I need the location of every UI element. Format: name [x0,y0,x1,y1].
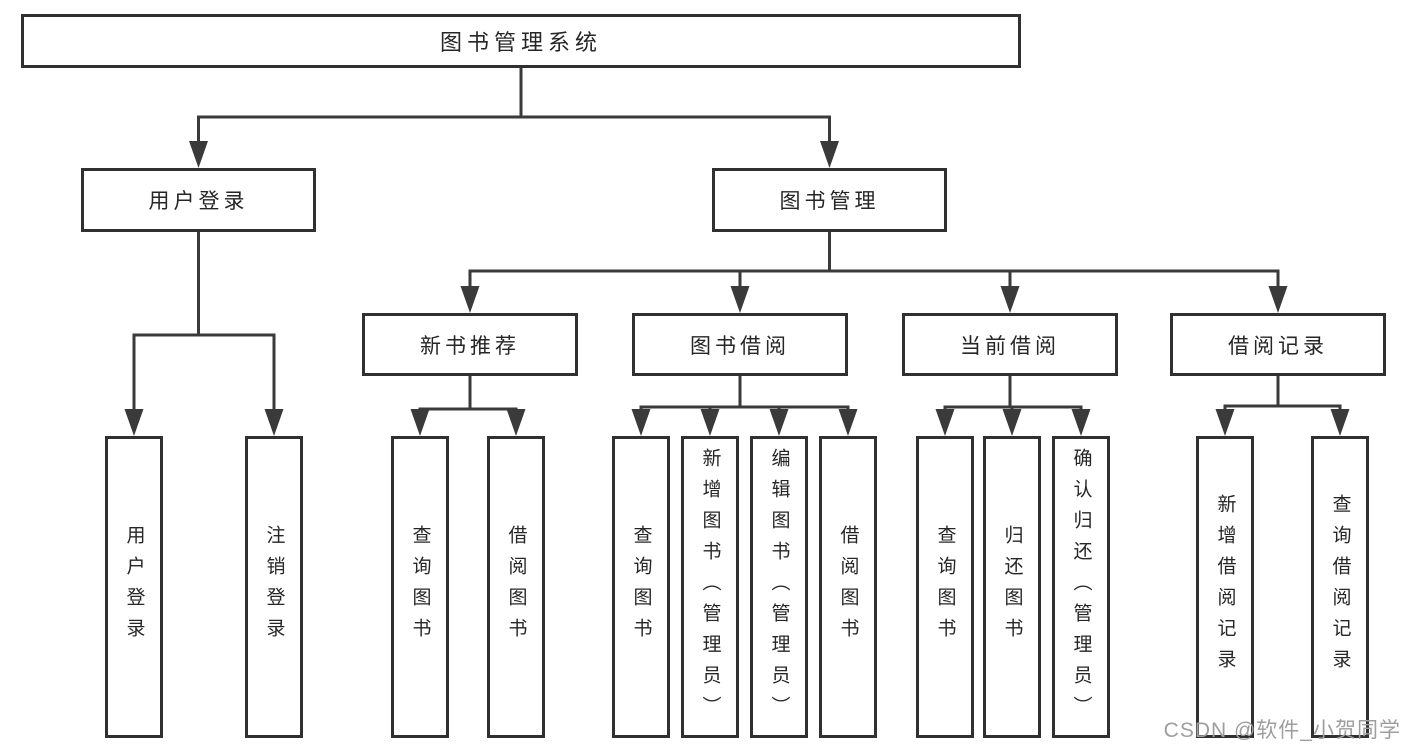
arrowhead-icon [1071,409,1091,436]
node-current-borrowing: 当前借阅 [902,313,1118,376]
arrowhead-icon [189,141,208,168]
node-borrowing-records: 借阅记录 [1170,313,1386,376]
node-leaf-borrow-add: 新增图书（管理员） [681,436,739,738]
arrowhead-icon [264,409,284,436]
node-leaf-current-confirm: 确认归还（管理员） [1052,436,1110,738]
node-label: 当前借阅 [960,334,1060,358]
node-leaf-current-return: 归还图书 [983,436,1041,738]
arrowhead-icon [820,141,839,168]
node-leaf-borrow-edit: 编辑图书（管理员） [750,436,808,738]
node-leaf-borrow-query: 查询图书 [612,436,670,738]
node-leaf-records-add: 新增借阅记录 [1196,436,1254,738]
node-label: 编辑图书（管理员） [768,447,790,727]
arrowhead-icon [631,409,651,436]
arrowhead-icon [124,409,144,436]
arrowhead-icon [1330,409,1350,436]
node-label: 图书借阅 [690,334,790,358]
node-leaf-user-login: 用户登录 [105,436,163,738]
node-book-management: 图书管理 [712,168,947,232]
node-leaf-borrow-borrow: 借阅图书 [819,436,877,738]
arrowhead-icon [1000,286,1020,313]
arrowhead-icon [1268,286,1288,313]
node-label: 图书管理 [779,190,880,213]
node-label: 查询图书 [409,525,431,649]
node-leaf-recommend-borrow: 借阅图书 [487,436,545,738]
node-label: 新书推荐 [420,334,520,358]
arrowhead-icon [935,409,955,436]
node-label: 借阅图书 [505,525,527,649]
node-label: 确认归还（管理员） [1070,447,1092,727]
node-label: 用户登录 [148,190,249,213]
arrowhead-icon [410,409,430,436]
node-label: 归还图书 [1001,525,1023,649]
node-label: 注销登录 [263,525,285,649]
arrowhead-icon [769,409,789,436]
node-label: 用户登录 [123,525,145,649]
node-leaf-current-query: 查询图书 [916,436,974,738]
arrowhead-icon [1002,409,1022,436]
arrowhead-icon [460,286,480,313]
arrowhead-icon [838,409,858,436]
arrowhead-icon [730,286,750,313]
node-root: 图书管理系统 [21,14,1021,68]
node-label: 查询借阅记录 [1329,494,1351,680]
node-leaf-records-query: 查询借阅记录 [1311,436,1369,738]
node-label: 借阅图书 [837,525,859,649]
node-new-book-recommendation: 新书推荐 [362,313,578,376]
arrowhead-icon [1215,409,1235,436]
arrowhead-icon [700,409,720,436]
arrowhead-icon [506,409,526,436]
node-label: 图书管理系统 [439,30,602,55]
node-label: 新增图书（管理员） [699,447,721,727]
node-label: 查询图书 [630,525,652,649]
node-label: 借阅记录 [1228,334,1328,358]
node-label: 新增借阅记录 [1214,494,1236,680]
node-leaf-logout: 注销登录 [245,436,303,738]
node-label: 查询图书 [934,525,956,649]
node-book-borrowing: 图书借阅 [632,313,848,376]
node-leaf-recommend-query: 查询图书 [391,436,449,738]
node-user-login: 用户登录 [81,168,316,232]
